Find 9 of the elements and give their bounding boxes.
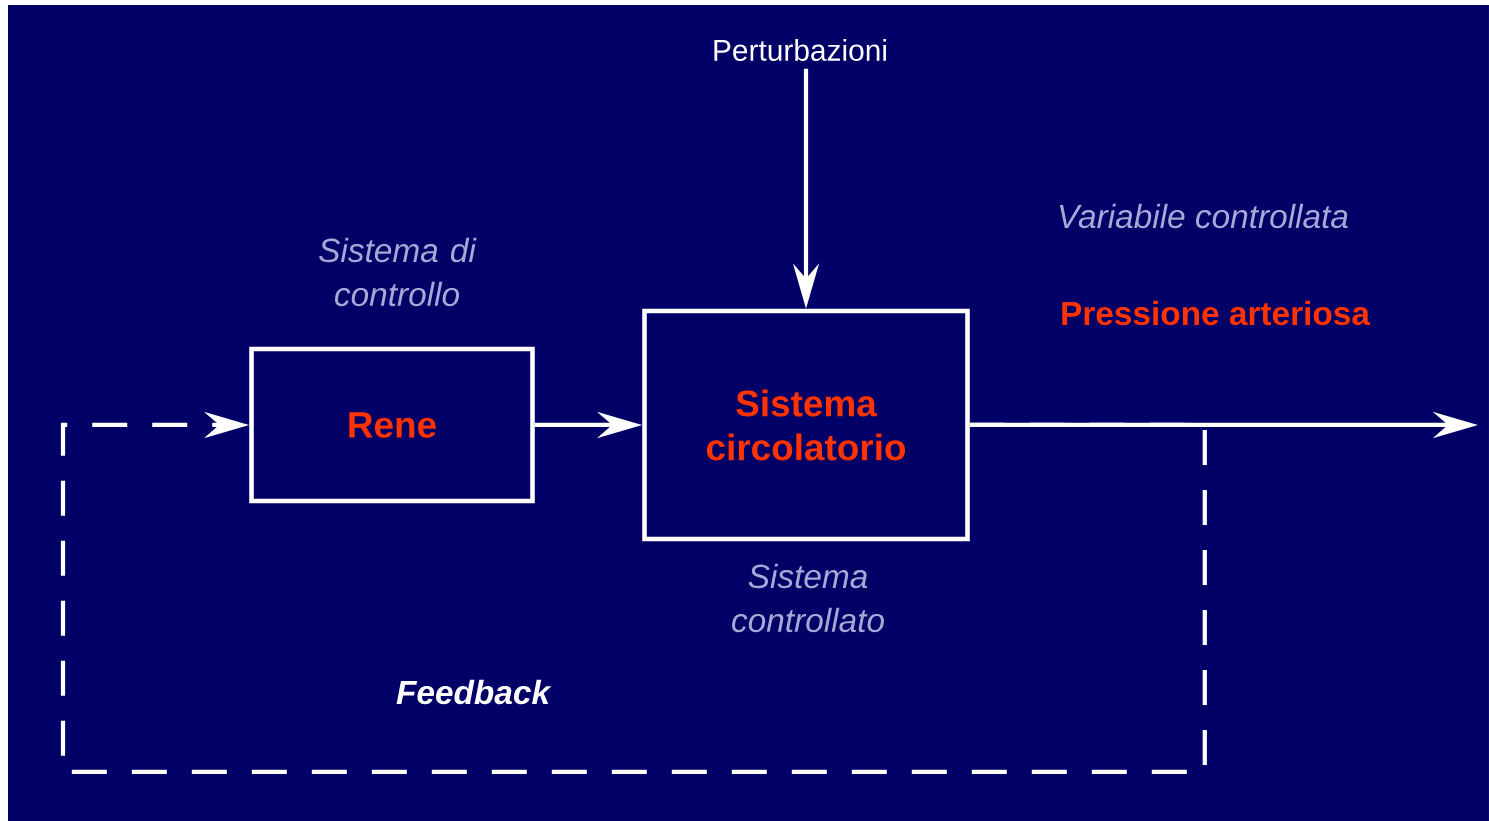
input-label: Perturbazioni <box>714 39 886 61</box>
arrow <box>60 411 1207 775</box>
variable-label: Pressione arteriosa <box>1062 300 1371 326</box>
process-box: Rene <box>249 346 535 504</box>
process-box: Sistema circolatorio <box>642 308 970 542</box>
caption-text: Sistema controllato <box>732 563 884 633</box>
caption-text: Variabile controllata <box>1059 203 1348 229</box>
caption-text: Sistema di controllo <box>319 237 477 307</box>
edge-label: Feedback <box>396 679 552 705</box>
